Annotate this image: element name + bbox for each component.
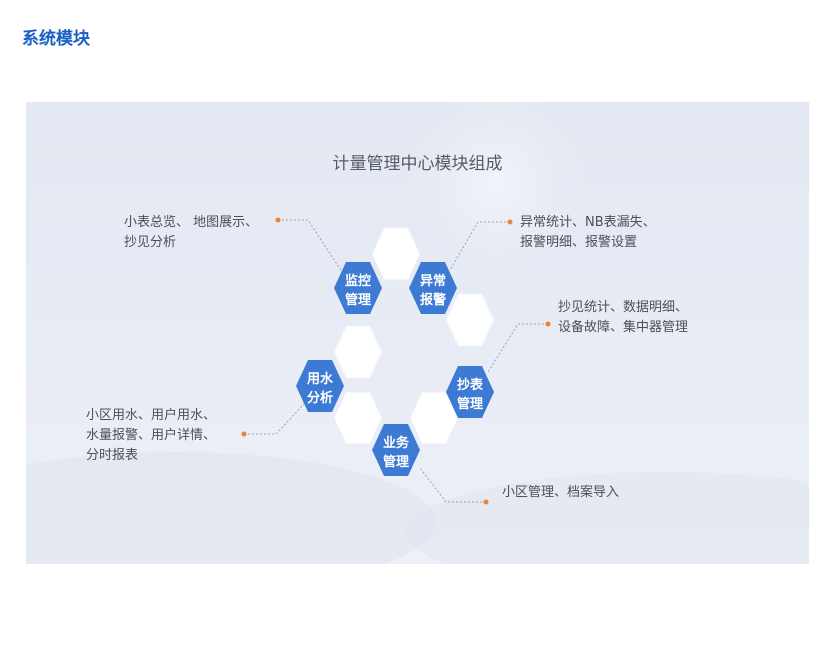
usage-details: 小区用水、用户用水、 水量报警、用户详情、 分时报表: [86, 408, 217, 463]
monitor-connector: [278, 219, 343, 273]
business-hex-label-1: 业务: [383, 435, 410, 451]
monitor-details: 小表总览、 地图展示、 抄见分析: [124, 215, 259, 250]
alarm-details: 异常统计、NB表漏失、 报警明细、报警设置: [520, 215, 656, 250]
white-hex-2: [445, 293, 495, 347]
monitor-dot: [275, 217, 281, 223]
usage-hex-shape: [296, 360, 344, 412]
alarm-hex-label-1: 异常: [420, 273, 446, 289]
monitor-hex-label-2: 管理: [345, 292, 371, 308]
usage-hex-label-2: 分析: [307, 390, 333, 406]
alarm-dot: [507, 219, 513, 225]
white-hex-3: [333, 325, 383, 379]
business-hex-label-2: 管理: [383, 454, 409, 470]
section-title: 系统模块: [22, 29, 90, 49]
alarm-hex-label-2: 报警: [420, 292, 446, 308]
monitor-hex-label-1: 监控: [345, 273, 371, 289]
white-hex-5: [333, 391, 383, 445]
monitor-hex-shape: [334, 262, 382, 314]
business-details: 小区管理、档案导入: [502, 485, 620, 500]
usage-hex-label-1: 用水: [306, 371, 334, 387]
reading-hex-label-2: 管理: [457, 396, 483, 412]
panel-background: [26, 102, 809, 564]
alarm-connector: [449, 221, 510, 271]
business-hex-shape: [372, 424, 420, 476]
reading-hex-label-1: 抄表: [457, 377, 484, 393]
reading-connector: [487, 323, 548, 373]
business-dot: [483, 499, 489, 505]
business-connector: [419, 467, 486, 503]
usage-dot: [241, 431, 247, 437]
usage-connector: [244, 403, 305, 435]
reading-hex-shape: [446, 366, 494, 418]
white-hex-1: [371, 227, 421, 281]
module-diagram-panel: 计量管理中心模块组成 监控管理异常报警抄表管理业务管理用水分析 小表总览、 地图…: [26, 102, 809, 564]
alarm-hex-shape: [409, 262, 457, 314]
reading-details: 抄见统计、数据明细、 设备故障、集中器管理: [558, 300, 689, 335]
reading-dot: [545, 321, 551, 327]
diagram-title: 计量管理中心模块组成: [332, 154, 503, 174]
